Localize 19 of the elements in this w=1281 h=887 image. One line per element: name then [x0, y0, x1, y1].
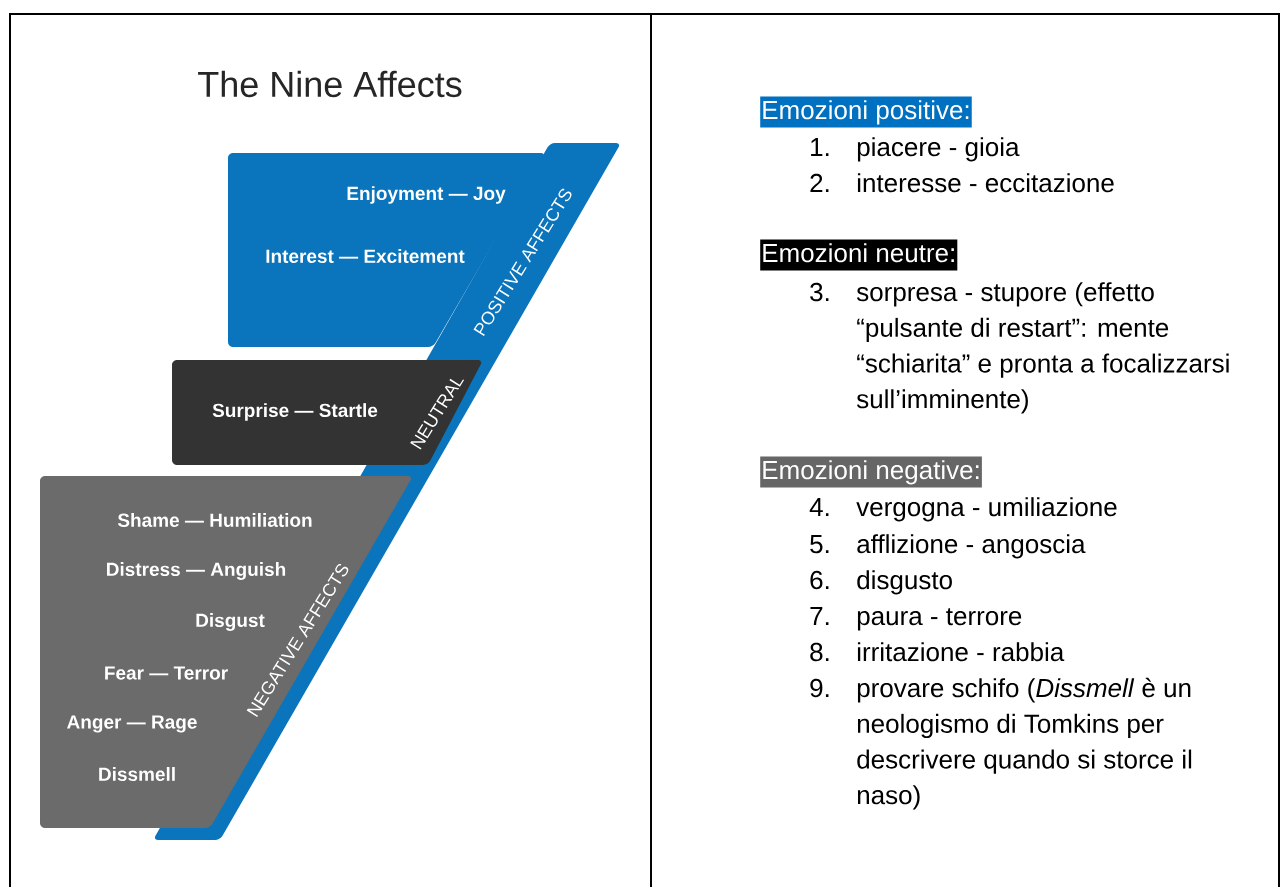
list-item: disgusto: [857, 570, 952, 595]
heading-highlight: Emozioni positive:: [760, 96, 972, 128]
list-item: sorpresa - stupore (effetto “pulsante di restart”: mente “schiarita” e pronta a focalizzarsi sull’imminente): [856, 282, 1229, 414]
list-item: irritazione - rabbia: [857, 642, 1065, 662]
heading-highlight: Emozioni negative:: [760, 456, 982, 488]
list-number: 8.: [810, 642, 829, 662]
list-item: piacere - gioia: [857, 137, 1020, 162]
list-item: vergogna - umiliazione: [856, 497, 1117, 522]
list-item: provare schifo (Dissmell è un neologismo di Tomkins per descrivere quando si storce il naso): [857, 677, 1192, 810]
list-number: 6.: [810, 570, 829, 590]
list-number: 9.: [810, 678, 829, 698]
list-item: paura - terrore: [857, 608, 1022, 631]
list-item: afflizione - angoscia: [857, 534, 1086, 559]
list-item: interesse - eccitazione: [857, 173, 1114, 193]
title: The Nine Affects: [198, 70, 462, 98]
heading-highlight: Emozioni neutre:: [760, 239, 958, 271]
list-number: 2.: [810, 173, 829, 192]
list-number: 5.: [810, 535, 829, 554]
list-number: 7.: [810, 607, 829, 625]
